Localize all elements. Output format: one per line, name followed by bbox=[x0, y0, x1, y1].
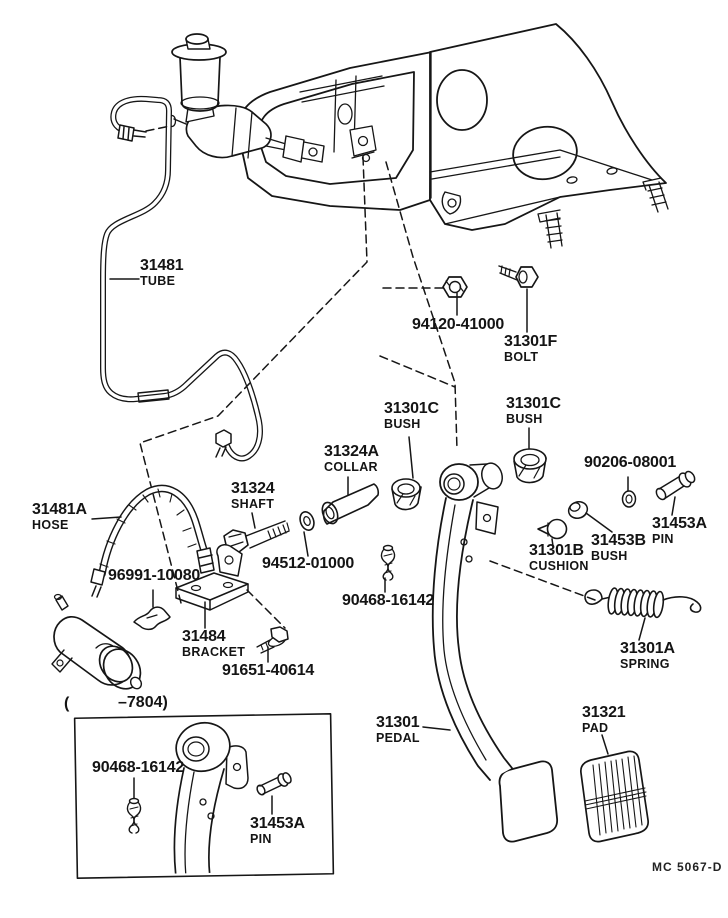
part-name: BUSH bbox=[591, 549, 628, 564]
pivot-collar-drawing bbox=[319, 484, 378, 526]
clevis-pin-drawing bbox=[654, 470, 696, 501]
clutch-hose-drawing bbox=[91, 488, 214, 597]
figure-code: MC 5067-D bbox=[652, 860, 723, 874]
pivot-bush-right-drawing bbox=[514, 449, 546, 483]
part-label-clevis-bush: 31453B BUSH bbox=[591, 532, 646, 564]
part-number: 90206-08001 bbox=[584, 454, 677, 471]
part-label-spring: 31301A SPRING bbox=[620, 640, 675, 672]
part-number: 90468-16142 bbox=[342, 592, 435, 609]
clevis-washer-drawing bbox=[623, 491, 636, 507]
part-name: BUSH bbox=[506, 412, 543, 427]
part-number: 31301F bbox=[504, 333, 558, 350]
part-name: SPRING bbox=[620, 657, 670, 672]
part-number: 31301C bbox=[506, 395, 561, 412]
part-label-tube: 31481 TUBE bbox=[140, 257, 184, 289]
part-number: 31301 bbox=[376, 714, 420, 731]
part-label-hose-bracket: 31484 BRACKET bbox=[182, 628, 246, 660]
inset-box-drawing bbox=[75, 714, 334, 878]
part-label-pedal: 31301 PEDAL bbox=[376, 714, 420, 746]
part-label-pad: 31321 PAD bbox=[582, 704, 626, 736]
hose-bracket-drawing bbox=[176, 545, 248, 610]
part-label-clevis-washer: 90206-08001 bbox=[584, 454, 677, 471]
pushrod-nut-drawing bbox=[443, 277, 467, 297]
part-number: 94120-41000 bbox=[412, 316, 505, 333]
part-label-bush-center: 31301C BUSH bbox=[384, 400, 439, 432]
clevis-bush-drawing bbox=[566, 499, 589, 521]
part-number: 31324A bbox=[324, 443, 379, 460]
part-label-small-bolt: 91651-40614 bbox=[222, 662, 315, 679]
part-name: PIN bbox=[250, 832, 272, 847]
part-name: CUSHION bbox=[529, 559, 589, 574]
part-label-tube-clamp: 96991-10080 bbox=[108, 567, 201, 584]
part-number: 96991-10080 bbox=[108, 567, 201, 584]
part-number: 94512-01000 bbox=[262, 555, 355, 572]
part-label-collar: 31324A COLLAR bbox=[324, 443, 379, 475]
part-name: SHAFT bbox=[231, 497, 275, 512]
assembly-dashed-lines bbox=[140, 126, 595, 628]
inset-caption-open: ( bbox=[64, 695, 70, 712]
return-spring-drawing bbox=[585, 588, 701, 618]
part-label-bracket-bolt: 31301F BOLT bbox=[504, 333, 558, 365]
part-label-wave-washer: 94512-01000 bbox=[262, 555, 355, 572]
pivot-bush-center-drawing bbox=[392, 479, 421, 510]
part-name: PIN bbox=[652, 532, 674, 547]
part-number: 31301C bbox=[384, 400, 439, 417]
part-number: 31301A bbox=[620, 640, 675, 657]
part-number: 31481A bbox=[32, 501, 87, 518]
part-label-bush-right: 31301C BUSH bbox=[506, 395, 561, 427]
part-name: PAD bbox=[582, 721, 609, 736]
bracket-bolt-drawing bbox=[499, 266, 538, 287]
part-name: HOSE bbox=[32, 518, 69, 533]
tube-clamp-drawing bbox=[134, 607, 170, 629]
part-number: 31484 bbox=[182, 628, 226, 645]
part-label-clevis-pin: 31453A PIN bbox=[652, 515, 707, 547]
part-name: PEDAL bbox=[376, 731, 420, 746]
part-label-pushrod-nut: 94120-41000 bbox=[412, 316, 505, 333]
leader-lines bbox=[92, 279, 675, 814]
part-number: 31321 bbox=[582, 704, 626, 721]
part-number: 91651-40614 bbox=[222, 662, 315, 679]
part-label-shaft: 31324 SHAFT bbox=[231, 480, 275, 512]
part-number: 31301B bbox=[529, 542, 584, 559]
inset-caption-range: –7804) bbox=[118, 694, 168, 711]
clutch-tube-drawing bbox=[103, 99, 260, 459]
wave-washer-drawing bbox=[298, 510, 317, 532]
part-number: 31453B bbox=[591, 532, 646, 549]
part-label-inset-pin: 31453A PIN bbox=[250, 815, 305, 847]
part-name: BRACKET bbox=[182, 645, 246, 660]
part-number: 31453A bbox=[250, 815, 305, 832]
part-label-cushion: 31301B CUSHION bbox=[529, 542, 589, 574]
part-number: 31481 bbox=[140, 257, 184, 274]
inset-clevis-pin-drawing bbox=[256, 772, 293, 797]
part-name: COLLAR bbox=[324, 460, 378, 475]
pedal-pad-drawing bbox=[581, 751, 648, 841]
inset-pedal-upper-drawing bbox=[171, 717, 248, 876]
release-cylinder-drawing bbox=[52, 595, 148, 696]
part-name: TUBE bbox=[140, 274, 176, 289]
bracket-small-bolt-drawing bbox=[257, 627, 288, 653]
part-name: BOLT bbox=[504, 350, 539, 365]
part-number: 31453A bbox=[652, 515, 707, 532]
clutch-pedal-drawing bbox=[433, 461, 557, 842]
part-label-retainer-clip: 90468-16142 bbox=[342, 592, 435, 609]
pedal-support-bracket-drawing bbox=[238, 24, 668, 248]
retainer-clip-drawing bbox=[381, 546, 394, 581]
part-name: BUSH bbox=[384, 417, 421, 432]
inset-retainer-clip-drawing bbox=[127, 799, 140, 834]
pedal-cushion-drawing bbox=[538, 520, 567, 539]
part-number: 31324 bbox=[231, 480, 275, 497]
part-label-inset-clip: 90468-16142 bbox=[92, 759, 185, 776]
part-number: 90468-16142 bbox=[92, 759, 185, 776]
master-cylinder-drawing bbox=[169, 34, 325, 162]
pedal-shaft-drawing bbox=[224, 521, 289, 552]
part-label-hose: 31481A HOSE bbox=[32, 501, 87, 533]
